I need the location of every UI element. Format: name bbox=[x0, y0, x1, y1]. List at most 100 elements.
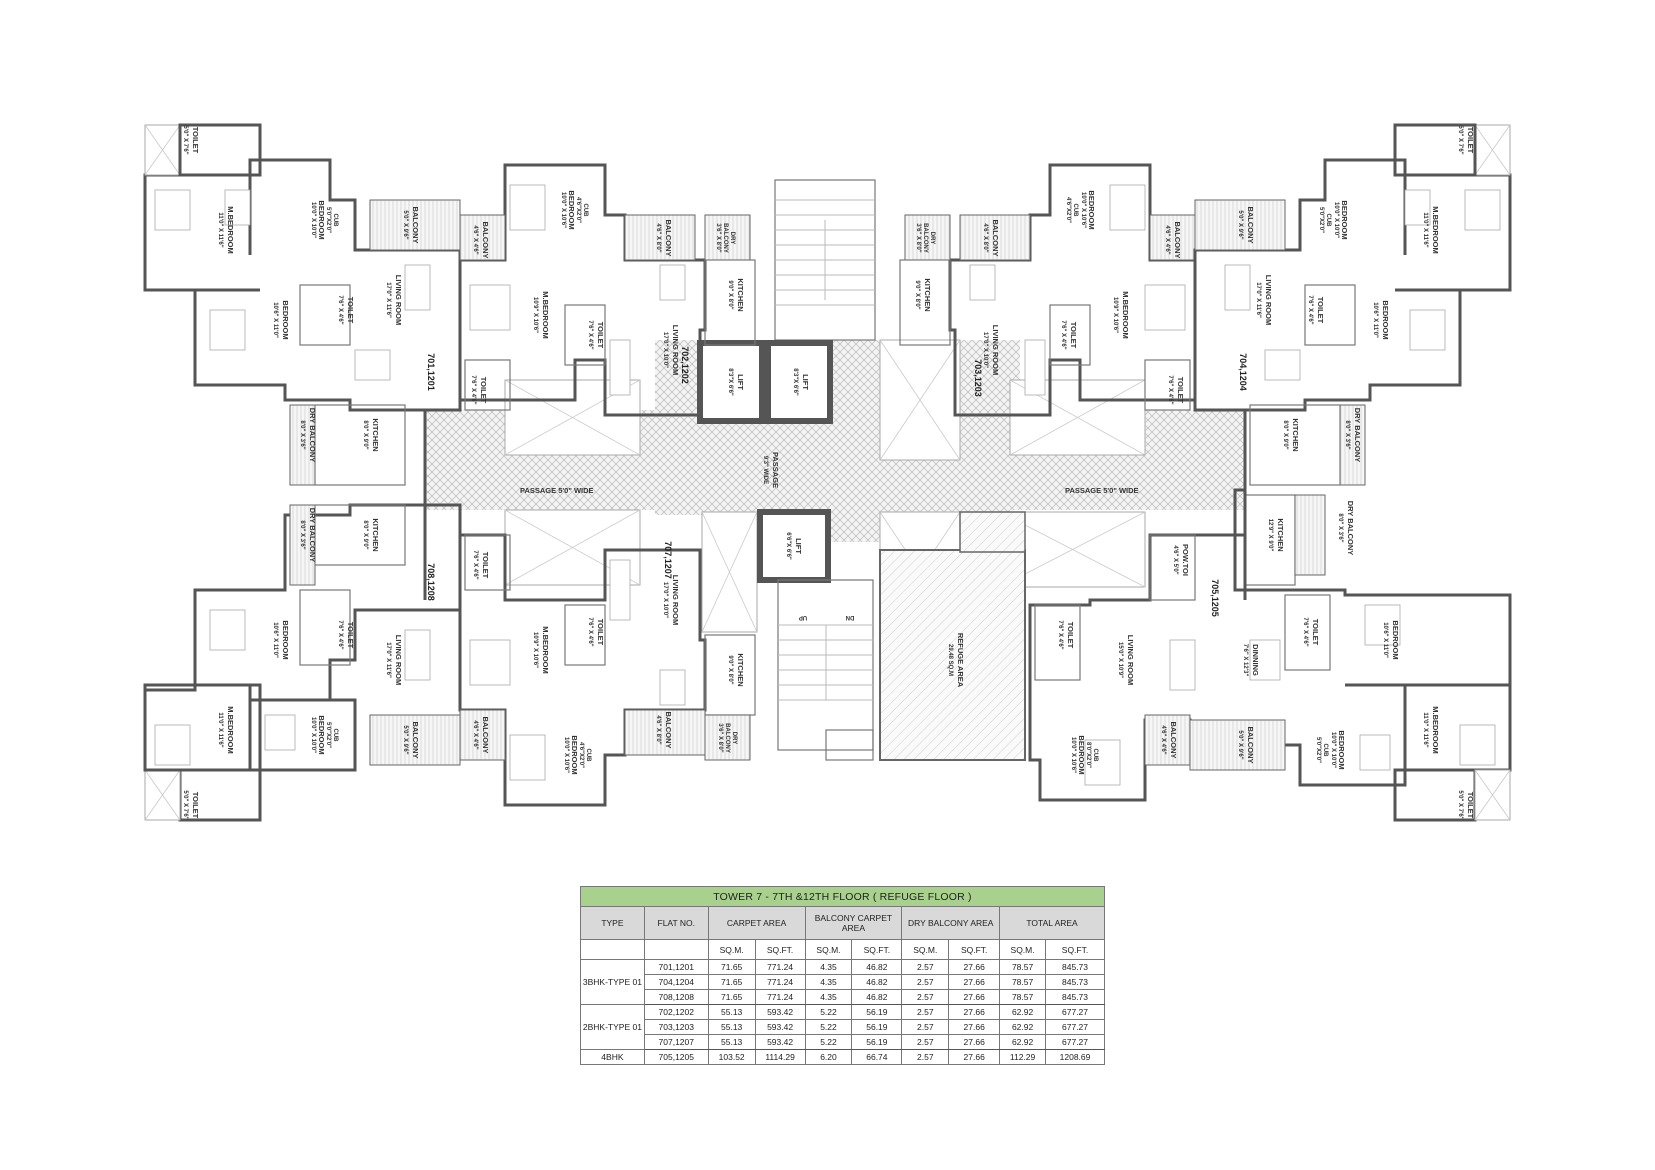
svg-text:10'0" X 10'0": 10'0" X 10'0" bbox=[1330, 732, 1336, 768]
svg-text:BALCONY: BALCONY bbox=[1246, 726, 1255, 763]
lift-3: LIFT 6'6"X 6'6" bbox=[757, 509, 831, 583]
flat-number: 705,1205 bbox=[1210, 579, 1220, 617]
svg-text:17'0" X 10'0": 17'0" X 10'0" bbox=[982, 332, 988, 368]
svg-text:7'6" X 4'6": 7'6" X 4'6" bbox=[337, 295, 343, 324]
svg-text:10'9" X 10'6": 10'9" X 10'6" bbox=[532, 632, 538, 668]
svg-text:9'0" X 8'0": 9'0" X 8'0" bbox=[727, 655, 733, 684]
svg-text:CUB: CUB bbox=[1072, 204, 1078, 218]
svg-text:3'6" X 8'0": 3'6" X 8'0" bbox=[717, 723, 723, 752]
svg-text:15'0" X 10'9": 15'0" X 10'9" bbox=[1117, 642, 1123, 678]
svg-text:5'0" X 9'6": 5'0" X 9'6" bbox=[402, 725, 408, 754]
svg-text:8'3"X 6'6": 8'3"X 6'6" bbox=[792, 368, 798, 396]
svg-text:8'3"X 6'6": 8'3"X 6'6" bbox=[727, 368, 733, 396]
svg-text:12'9" X 9'0": 12'9" X 9'0" bbox=[1267, 519, 1273, 552]
svg-text:TOILET: TOILET bbox=[1466, 127, 1475, 154]
svg-text:BALCONY: BALCONY bbox=[1246, 206, 1255, 243]
svg-text:M.BEDROOM: M.BEDROOM bbox=[226, 206, 235, 254]
svg-text:BEDROOM: BEDROOM bbox=[317, 715, 326, 754]
svg-text:KITCHEN: KITCHEN bbox=[923, 278, 932, 311]
svg-text:BALCONY: BALCONY bbox=[1169, 721, 1178, 758]
svg-text:5'0" X 7'6": 5'0" X 7'6" bbox=[182, 790, 188, 819]
svg-text:8'0" X 3'6": 8'0" X 3'6" bbox=[299, 520, 305, 549]
area-statement-table: TOWER 7 - 7TH &12TH FLOOR ( REFUGE FLOOR… bbox=[580, 886, 1105, 1065]
svg-text:BEDROOM: BEDROOM bbox=[281, 300, 290, 339]
svg-text:8'0" X 9'0": 8'0" X 9'0" bbox=[1282, 420, 1288, 449]
flat-number: 707,1207 bbox=[663, 541, 673, 579]
svg-text:17'0" X 11'6": 17'0" X 11'6" bbox=[385, 282, 391, 318]
svg-text:17'0" X 11'6": 17'0" X 11'6" bbox=[1255, 282, 1261, 318]
svg-text:LIVING ROOM: LIVING ROOM bbox=[1264, 275, 1273, 325]
svg-text:BEDROOM: BEDROOM bbox=[1340, 200, 1349, 239]
type-cell: 3BHK-TYPE 01 bbox=[580, 959, 645, 1005]
staircase-top bbox=[774, 179, 876, 341]
col-header-total-area: TOTAL AREA bbox=[999, 906, 1105, 940]
svg-text:4'6" X 8'0": 4'6" X 8'0" bbox=[982, 223, 988, 252]
floor-plan: LIFT 8'3"X 6'6" LIFT 8'3"X 6'6" PASSAGE … bbox=[143, 123, 1512, 822]
svg-text:8'0" X 3'6": 8'0" X 3'6" bbox=[299, 420, 305, 449]
svg-text:BEDROOM: BEDROOM bbox=[1391, 620, 1400, 659]
svg-text:7'6" X 4'6": 7'6" X 4'6" bbox=[587, 617, 593, 646]
svg-text:DRY BALCONY: DRY BALCONY bbox=[308, 508, 317, 563]
svg-text:BALCONY: BALCONY bbox=[722, 223, 728, 253]
svg-text:DRY BALCONY: DRY BALCONY bbox=[308, 408, 317, 463]
svg-text:TOILET: TOILET bbox=[596, 322, 605, 349]
svg-text:DN: DN bbox=[846, 614, 855, 620]
svg-text:5'0" X 7'6": 5'0" X 7'6" bbox=[1457, 125, 1463, 154]
svg-text:KITCHEN: KITCHEN bbox=[1291, 418, 1300, 451]
svg-text:11'0" X 11'6": 11'0" X 11'6" bbox=[1422, 212, 1428, 247]
svg-text:DRY: DRY bbox=[729, 232, 735, 244]
svg-text:8'0"X2'0": 8'0"X2'0" bbox=[1085, 742, 1091, 768]
svg-text:M.BEDROOM: M.BEDROOM bbox=[1121, 291, 1130, 339]
svg-text:5'0" X 7'6": 5'0" X 7'6" bbox=[1457, 790, 1463, 819]
svg-text:5'0"X2'0": 5'0"X2'0" bbox=[325, 207, 331, 233]
svg-text:TOILET: TOILET bbox=[346, 622, 355, 649]
svg-text:7'6" X 4'6": 7'6" X 4'6" bbox=[470, 375, 476, 404]
svg-text:10'9" X 10'6": 10'9" X 10'6" bbox=[532, 297, 538, 333]
svg-text:17'0" X 10'0": 17'0" X 10'0" bbox=[662, 332, 668, 368]
svg-text:BALCONY: BALCONY bbox=[411, 206, 420, 243]
svg-text:UP: UP bbox=[799, 614, 807, 620]
svg-text:5'0"X2'0": 5'0"X2'0" bbox=[325, 722, 331, 748]
svg-text:TOILET: TOILET bbox=[596, 619, 605, 646]
unit-label: SQ.M. bbox=[901, 939, 950, 960]
svg-text:4'6" X 4'6": 4'6" X 4'6" bbox=[1160, 725, 1166, 754]
svg-text:10'9" X 10'6": 10'9" X 10'6" bbox=[1112, 297, 1118, 333]
svg-text:7'6" X 4'6": 7'6" X 4'6" bbox=[472, 550, 478, 579]
type-cell: 4BHK bbox=[580, 1049, 645, 1065]
svg-text:LIFT: LIFT bbox=[736, 374, 745, 390]
col-header-carpet-area: CARPET AREA bbox=[707, 906, 806, 940]
svg-text:10'6" X 11'0": 10'6" X 11'0" bbox=[272, 302, 278, 338]
svg-text:9'0" X 8'0": 9'0" X 8'0" bbox=[727, 280, 733, 309]
svg-text:PASSAGE: PASSAGE bbox=[771, 452, 780, 488]
svg-text:7'6" X 4'6": 7'6" X 4'6" bbox=[1302, 617, 1308, 646]
svg-text:TOILET: TOILET bbox=[481, 552, 490, 579]
svg-text:6'6"X 6'6": 6'6"X 6'6" bbox=[785, 532, 791, 560]
svg-text:BEDROOM: BEDROOM bbox=[281, 620, 290, 659]
svg-text:10'0" X 10'6": 10'0" X 10'6" bbox=[1080, 192, 1086, 228]
svg-text:7'6" X 4'6": 7'6" X 4'6" bbox=[337, 620, 343, 649]
svg-text:KITCHEN: KITCHEN bbox=[371, 518, 380, 551]
svg-text:4'6" X 5'0": 4'6" X 5'0" bbox=[1172, 545, 1178, 574]
passage-left-label: PASSAGE 5'0" WIDE bbox=[520, 486, 594, 495]
flat-number: 702,1202 bbox=[680, 346, 690, 384]
svg-text:TOILET: TOILET bbox=[1069, 322, 1078, 349]
svg-text:LIFT: LIFT bbox=[801, 374, 810, 390]
svg-text:TOILET: TOILET bbox=[479, 377, 488, 404]
svg-text:BEDROOM: BEDROOM bbox=[1381, 300, 1390, 339]
svg-text:3'6" X 8'0": 3'6" X 8'0" bbox=[715, 223, 721, 252]
svg-text:4'6" X 8'0": 4'6" X 8'0" bbox=[655, 715, 661, 744]
svg-text:DRY BALCONY: DRY BALCONY bbox=[1353, 408, 1362, 463]
lift-2: LIFT 8'3"X 6'6" bbox=[765, 340, 833, 424]
svg-text:10'0" X 10'6": 10'0" X 10'6" bbox=[1070, 737, 1076, 773]
unit-label: SQ.FT. bbox=[754, 939, 806, 960]
svg-text:LIVING ROOM: LIVING ROOM bbox=[1126, 635, 1135, 685]
